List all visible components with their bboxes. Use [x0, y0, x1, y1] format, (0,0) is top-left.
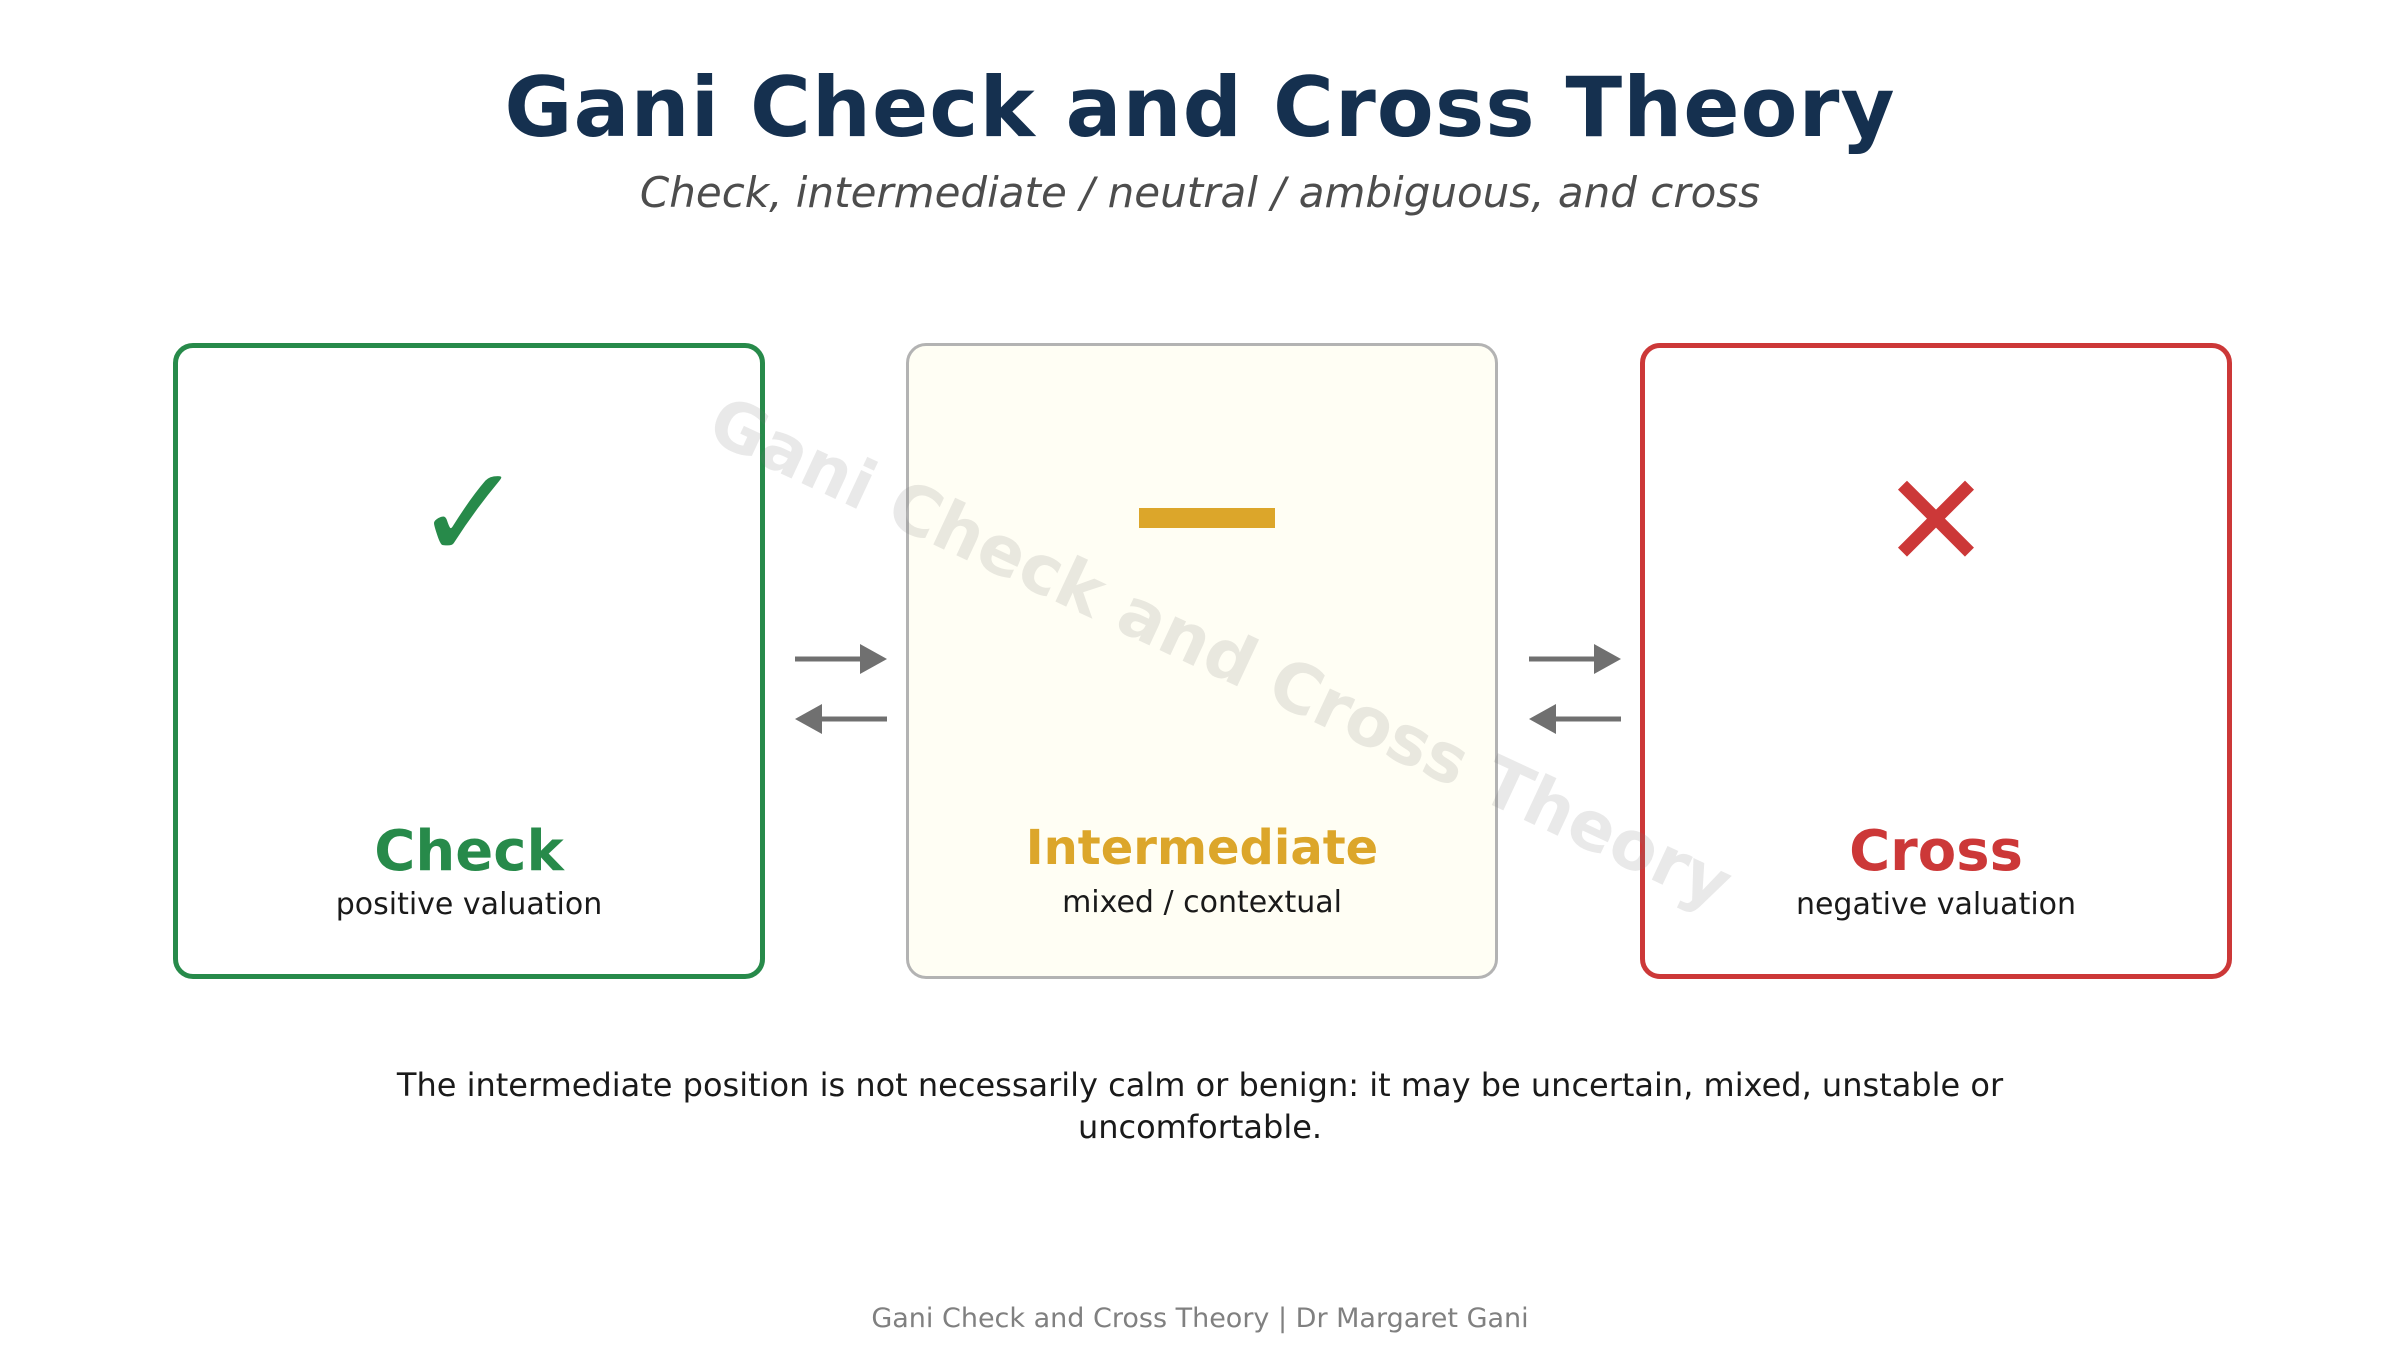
footer-credit: Gani Check and Cross Theory | Dr Margare… — [871, 1303, 1529, 1334]
check-label: Check — [374, 819, 564, 884]
intermediate-label: Intermediate — [1025, 820, 1379, 876]
page-subtitle: Check, intermediate / neutral / ambiguou… — [639, 168, 1761, 217]
page-title: Gani Check and Cross Theory — [504, 59, 1896, 156]
check-box: ✓ Check positive valuation — [173, 343, 765, 979]
cross-label: Cross — [1849, 819, 2023, 884]
arrow-right-icon — [795, 644, 887, 674]
arrow-left-icon — [1529, 704, 1621, 734]
check-icon: ✓ — [414, 437, 524, 589]
intermediate-box: Intermediate mixed / contextual — [906, 343, 1498, 979]
cross-icon: ✕ — [1881, 445, 1991, 597]
arrow-left-icon — [795, 704, 887, 734]
explanatory-note: The intermediate position is not necessa… — [396, 1066, 2004, 1146]
cross-sublabel: negative valuation — [1795, 887, 2077, 922]
dash-icon — [1139, 508, 1275, 528]
cross-box: ✕ Cross negative valuation — [1640, 343, 2232, 979]
intermediate-sublabel: mixed / contextual — [1062, 885, 1342, 920]
arrow-right-icon — [1529, 644, 1621, 674]
check-sublabel: positive valuation — [335, 887, 603, 922]
